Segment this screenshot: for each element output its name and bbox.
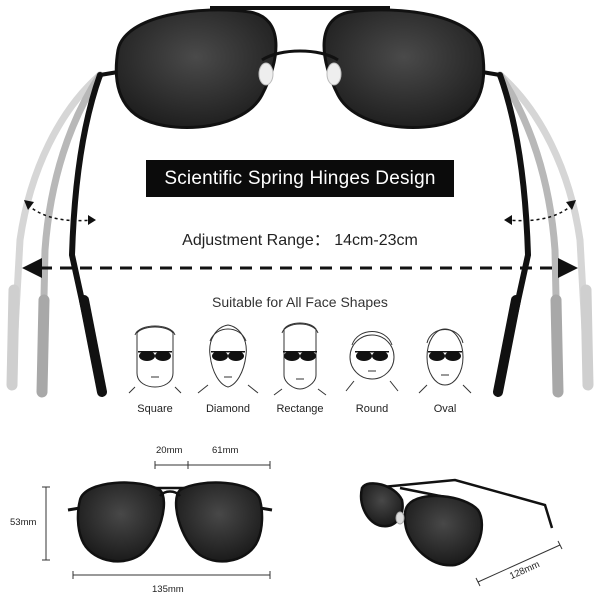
bridge-width-label: 20mm — [156, 445, 183, 456]
face-shape-label-rectange: Rectange — [276, 403, 324, 415]
face-rectangle-icon — [273, 322, 327, 396]
adjustment-range-label: Adjustment Range： 14cm-23cm — [182, 232, 418, 249]
adjustment-arrow — [22, 258, 578, 278]
spring-hinges-banner: Scientific Spring Hinges Design — [146, 160, 454, 197]
face-shape-label-oval: Oval — [433, 403, 457, 415]
right-lens — [322, 8, 486, 130]
angled-right-lens — [403, 494, 484, 567]
lens-width-label: 61mm — [212, 445, 239, 456]
face-round-icon — [345, 331, 399, 392]
hinge-arrows — [27, 204, 573, 222]
face-sunglasses — [138, 351, 462, 361]
front-left-lens — [76, 481, 166, 563]
face-shapes-heading: Suitable for All Face Shapes — [212, 294, 388, 310]
angled-glasses — [359, 478, 554, 567]
left-lens — [114, 8, 278, 130]
frame-width-label: 135mm — [152, 584, 184, 595]
face-square-icon — [128, 325, 182, 394]
front-view-glasses — [67, 481, 273, 563]
right-temple-ghosts — [493, 71, 594, 398]
face-shape-label-round: Round — [355, 403, 389, 415]
front-right-lens — [174, 481, 264, 563]
left-temple-ghosts — [6, 71, 107, 398]
face-icons — [128, 322, 472, 396]
left-nose-pad — [258, 62, 274, 86]
face-oval-icon — [418, 328, 472, 394]
top-frame — [99, 6, 501, 130]
lens-height-label: 53mm — [10, 517, 37, 528]
face-shape-label-diamond: Diamond — [205, 403, 251, 415]
face-shape-label-square: Square — [137, 403, 173, 415]
face-diamond-icon — [197, 324, 259, 394]
right-nose-pad — [326, 62, 342, 86]
dimension-lines — [42, 461, 563, 587]
